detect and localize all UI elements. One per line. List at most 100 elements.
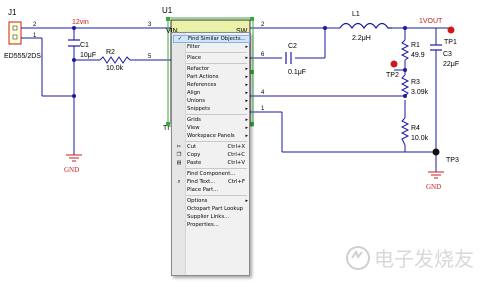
menu-item-find-component[interactable]: Find Component... xyxy=(173,170,250,178)
menu-item-part-actions[interactable]: Part Actions ▸ xyxy=(173,73,250,81)
c1-designator: C1 xyxy=(80,42,89,49)
menu-item-find-similar-objects[interactable]: ✓Find Similar Objects... xyxy=(173,35,250,43)
menu-item-label: Snippets xyxy=(187,106,211,112)
j1-pin-square xyxy=(12,25,18,31)
tp1-testpoint[interactable] xyxy=(447,26,455,34)
c1-value: 10μF xyxy=(80,52,96,59)
menu-item-supplier-links[interactable]: Supplier Links... xyxy=(173,213,250,221)
menu-separator xyxy=(186,52,247,53)
gnd-label-left: GND xyxy=(64,166,79,174)
submenu-arrow-icon: ▸ xyxy=(245,82,248,88)
j1-body[interactable] xyxy=(8,21,22,45)
menu-item-label: References xyxy=(187,82,217,88)
menu-item-grids[interactable]: Grids ▸ xyxy=(173,116,250,124)
r2-resistor[interactable] xyxy=(99,56,131,64)
u1-pin-number: 5 xyxy=(148,54,152,60)
menu-item-shortcut: Ctrl+X xyxy=(227,144,246,150)
submenu-arrow-icon: ▸ xyxy=(245,44,248,50)
paste-icon: ▤ xyxy=(176,160,182,166)
menu-item-label: Align xyxy=(187,90,201,96)
selection-handle[interactable] xyxy=(166,17,170,21)
submenu-arrow-icon: ▸ xyxy=(245,98,248,104)
net-label-vout[interactable]: 1VOUT xyxy=(419,18,443,25)
menu-item-label: Grids xyxy=(187,117,201,123)
menu-item-references[interactable]: References ▸ xyxy=(173,81,250,89)
r3-resistor[interactable] xyxy=(400,74,410,97)
u1-pin-number: 2 xyxy=(261,22,265,28)
j1-pin2-label: 2 xyxy=(33,22,37,28)
menu-item-label: Paste xyxy=(187,160,202,166)
menu-item-shortcut: Ctrl+F xyxy=(228,179,245,185)
tp1-label: TP1 xyxy=(444,39,457,46)
submenu-arrow-icon: ▸ xyxy=(245,198,248,204)
j1-designator: J1 xyxy=(8,8,17,17)
j1-pin-square xyxy=(12,34,18,40)
r4-resistor[interactable] xyxy=(400,117,410,146)
menu-item-place[interactable]: Place ▸ xyxy=(173,54,250,62)
c2-designator: C2 xyxy=(288,43,297,50)
tp2-testpoint[interactable] xyxy=(390,60,398,68)
menu-item-find-text[interactable]: ⌕ Find Text... Ctrl+F xyxy=(173,178,250,186)
menu-item-unions[interactable]: Unions ▸ xyxy=(173,97,250,105)
menu-separator xyxy=(186,195,247,196)
junction-dot xyxy=(323,26,327,30)
menu-item-label: Part Actions xyxy=(187,74,219,80)
menu-item-filter[interactable]: Filter▸ xyxy=(173,43,250,51)
net-label-vin[interactable]: 12vin xyxy=(72,19,89,26)
submenu-arrow-icon: ▸ xyxy=(245,55,248,61)
u1-pin-number: 6 xyxy=(261,52,265,58)
copy-icon: ❐ xyxy=(176,152,182,158)
u1-sw-pin: SW xyxy=(236,28,248,35)
menu-item-shortcut: Ctrl+V xyxy=(227,160,246,166)
menu-item-workspace-panels[interactable]: Workspace Panels ▸ xyxy=(173,132,250,140)
menu-item-label: Workspace Panels xyxy=(187,133,235,139)
r3-designator: R3 xyxy=(411,79,420,86)
watermark-text: 电子发烧友 xyxy=(374,247,474,271)
menu-item-label: Find Component... xyxy=(187,171,236,177)
menu-item-paste[interactable]: ▤ Paste Ctrl+V xyxy=(173,159,250,167)
l1-value: 2.2μH xyxy=(352,35,371,42)
junction-dot xyxy=(403,26,407,30)
submenu-arrow-icon: ▸ xyxy=(245,106,248,112)
menu-item-align[interactable]: Align▸ xyxy=(173,89,250,97)
menu-item-label: Unions xyxy=(187,98,206,104)
find-similar-icon: ✓ xyxy=(177,36,183,42)
context-menu: ✓Find Similar Objects...Filter▸Place▸Ref… xyxy=(171,32,250,276)
selection-handle[interactable] xyxy=(250,17,254,21)
selection-handle[interactable] xyxy=(166,122,170,126)
submenu-arrow-icon: ▸ xyxy=(245,74,248,80)
menu-item-snippets[interactable]: Snippets ▸ xyxy=(173,105,250,113)
j1-pin1-label: 1 xyxy=(33,33,37,39)
r2-value: 10.0k xyxy=(106,65,124,72)
menu-item-octopart-part-lookup[interactable]: Octopart Part Lookup xyxy=(173,205,250,213)
menu-item-label: Cut xyxy=(187,144,197,150)
tp2-label: TP2 xyxy=(386,72,399,79)
l1-inductor[interactable] xyxy=(339,22,392,30)
r1-resistor[interactable] xyxy=(400,39,410,61)
menu-item-options[interactable]: Options ▸ xyxy=(173,197,250,205)
tp3-testpoint[interactable] xyxy=(432,148,440,156)
menu-item-place-part[interactable]: Place Part... xyxy=(173,186,250,194)
r4-designator: R4 xyxy=(411,125,420,132)
menu-separator xyxy=(186,63,247,64)
menu-separator xyxy=(186,168,247,169)
r4-value: 10.0k xyxy=(411,135,429,142)
u1-pin-number: 1 xyxy=(261,106,265,112)
selection-handle[interactable] xyxy=(250,122,254,126)
menu-item-label: Find Text... xyxy=(187,179,216,185)
find-text-icon: ⌕ xyxy=(177,179,181,185)
menu-item-refactor[interactable]: Refactor▸ xyxy=(173,65,250,73)
menu-item-label: Place xyxy=(187,55,202,61)
submenu-arrow-icon: ▸ xyxy=(245,117,248,123)
r3-value: 3.09k xyxy=(411,89,429,96)
menu-item-properties[interactable]: Properties... xyxy=(173,221,250,229)
selection-handle[interactable] xyxy=(250,70,254,74)
junction-dot xyxy=(72,26,76,30)
menu-item-label: Options xyxy=(187,198,208,204)
menu-item-label: View xyxy=(187,125,200,131)
menu-item-label: Refactor xyxy=(187,66,210,72)
menu-item-view[interactable]: View▸ xyxy=(173,124,250,132)
submenu-arrow-icon: ▸ xyxy=(245,133,248,139)
